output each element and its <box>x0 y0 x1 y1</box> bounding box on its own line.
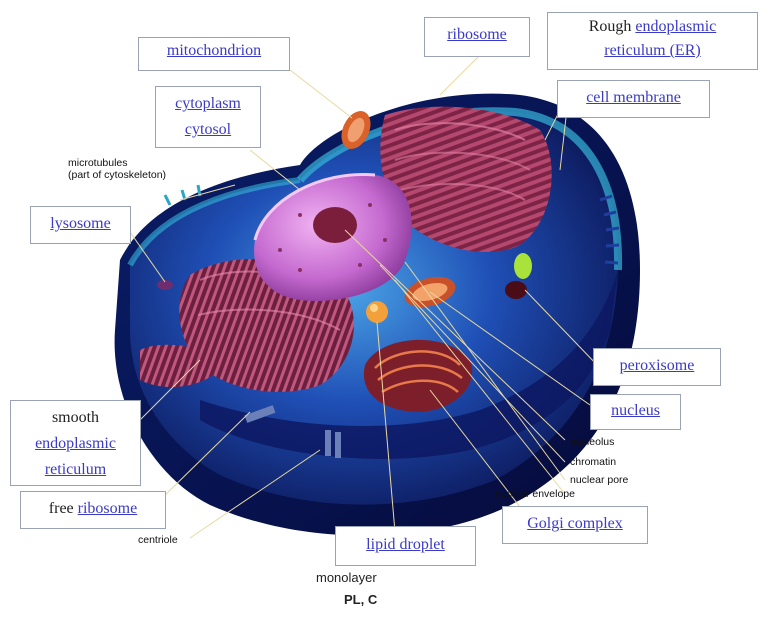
label-free-ribosome[interactable]: free ribosome <box>20 491 166 529</box>
label-ribosome[interactable]: ribosome <box>424 17 530 57</box>
free-text: free <box>49 500 78 517</box>
label-lysosome[interactable]: lysosome <box>30 206 131 244</box>
microtubules-line-1: microtubules <box>68 157 128 169</box>
free-ribosome-link[interactable]: ribosome <box>78 500 138 517</box>
microtubules-line-2: (part of cytoskeleton) <box>68 169 166 181</box>
cytoplasm-link[interactable]: cytoplasm <box>175 95 241 112</box>
chromatin-label: chromatin <box>570 456 616 468</box>
cytosol-link[interactable]: cytosol <box>185 121 231 138</box>
nucleus-link[interactable]: nucleus <box>611 402 660 419</box>
rough-er-link-2[interactable]: reticulum (ER) <box>604 42 700 59</box>
mitochondrion-link[interactable]: mitochondrion <box>167 42 261 59</box>
smooth-er-link-1[interactable]: endoplasmic <box>35 435 116 452</box>
smooth-er-link-2[interactable]: reticulum <box>45 461 106 478</box>
nuclear-envelope-label: nuclear envelope <box>495 488 575 500</box>
ribosome-link[interactable]: ribosome <box>447 26 507 43</box>
nucleolus-label: nucleolus <box>570 436 614 448</box>
label-cytoplasm[interactable]: cytoplasm cytosol <box>155 86 261 148</box>
peroxisome-link[interactable]: peroxisome <box>620 357 695 374</box>
rough-er-link-1[interactable]: endoplasmic <box>635 18 716 35</box>
rough-er-prefix: Rough <box>589 18 636 35</box>
label-peroxisome[interactable]: peroxisome <box>593 348 721 386</box>
golgi-link[interactable]: Golgi complex <box>527 515 623 532</box>
label-nucleus[interactable]: nucleus <box>590 394 681 430</box>
label-lipid-droplet[interactable]: lipid droplet <box>335 526 476 566</box>
label-rough-er[interactable]: Rough endoplasmic reticulum (ER) <box>547 12 758 70</box>
lysosome-link[interactable]: lysosome <box>50 215 110 232</box>
cell-membrane-link[interactable]: cell membrane <box>586 89 681 106</box>
label-golgi[interactable]: Golgi complex <box>502 506 648 544</box>
lipid-droplet-link[interactable]: lipid droplet <box>366 536 445 553</box>
label-mitochondrion[interactable]: mitochondrion <box>138 37 290 71</box>
label-smooth-er[interactable]: smooth endoplasmic reticulum <box>10 400 141 486</box>
label-cell-membrane[interactable]: cell membrane <box>557 80 710 118</box>
monolayer-label: monolayer <box>316 570 377 585</box>
pl-c-label: PL, C <box>344 592 377 607</box>
centriole-label: centriole <box>138 534 178 546</box>
microtubules-label: microtubules (part of cytoskeleton) <box>68 157 166 181</box>
smooth-text: smooth <box>52 409 99 426</box>
nuclear-pore-label: nuclear pore <box>570 474 628 486</box>
